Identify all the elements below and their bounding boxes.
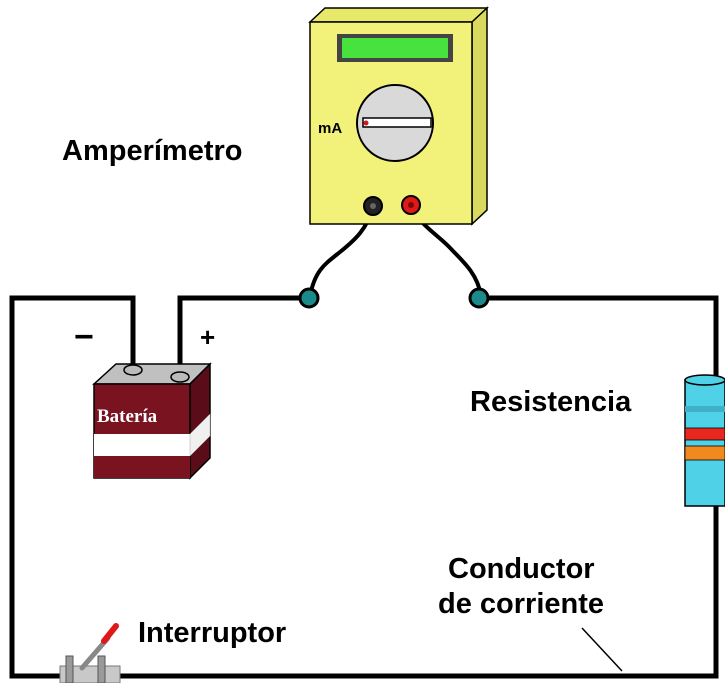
battery-side-band: [189, 413, 211, 457]
resistor-band-1: [684, 427, 725, 441]
battery-label: Batería: [97, 406, 158, 427]
ammeter: mA: [308, 6, 489, 226]
ammeter-jack-red-inner: [408, 202, 414, 208]
conductor-label-line2: de corriente: [438, 588, 604, 620]
ammeter-dial-mark: [363, 120, 369, 126]
battery-terminal-positive: [170, 371, 190, 383]
battery-ring-icon: [134, 479, 150, 495]
ammeter-scale-label: mA: [318, 120, 342, 137]
ammeter-label: Amperímetro: [62, 135, 243, 167]
ammeter-side-face: [471, 6, 488, 226]
wire-positive: [177, 295, 309, 368]
switch-post-right: [97, 655, 106, 684]
wire-terminals: [298, 287, 490, 309]
wire-to-resistor: [478, 295, 719, 381]
minus-sign: −: [74, 318, 94, 356]
conductor-pointer-line: [581, 627, 623, 672]
terminal-right: [468, 287, 490, 309]
battery-terminal-negative: [123, 364, 143, 376]
resistor-top-cap: [684, 374, 725, 386]
switch-post-left: [65, 655, 74, 684]
wire-negative: [9, 295, 136, 679]
battery-lower: [94, 456, 190, 478]
resistor: [684, 374, 725, 507]
wire-bottom: [109, 505, 719, 679]
resistor-band-top: [685, 406, 725, 412]
terminal-left: [298, 287, 320, 309]
resistor-band-2: [684, 445, 725, 461]
ammeter-jack-black-inner: [370, 203, 376, 209]
ammeter-display-screen: [342, 38, 448, 58]
switch: [59, 623, 121, 684]
ammeter-top-face: [308, 7, 489, 23]
circuit-wires: [9, 295, 719, 679]
conductor-label-line1: Conductor: [448, 553, 595, 585]
resistor-label: Resistencia: [470, 386, 632, 418]
resistor-body: [684, 379, 725, 507]
ammeter-dial-pointer: [362, 117, 432, 128]
switch-lever-tip: [101, 623, 119, 644]
battery-label-band: [94, 434, 190, 456]
switch-label: Interruptor: [138, 617, 286, 649]
plus-sign: +: [200, 322, 215, 352]
